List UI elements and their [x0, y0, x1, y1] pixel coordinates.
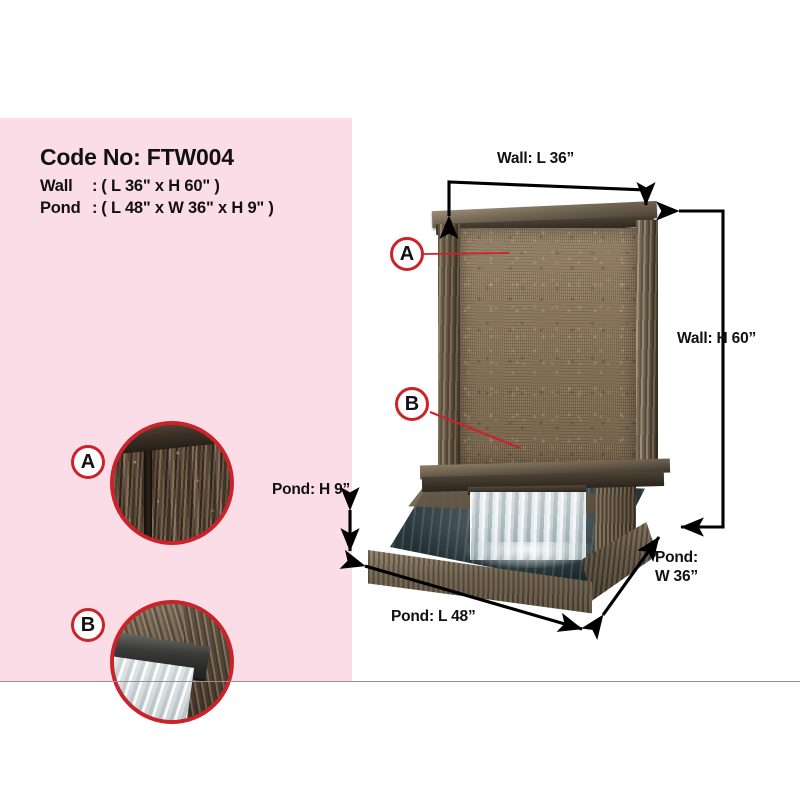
wall-spec-separator: :: [92, 177, 98, 196]
wall-post-right: [636, 220, 658, 482]
wall-spec-key: Wall: [40, 177, 73, 196]
detail-badge-b: B: [71, 608, 105, 642]
callout-badge-a: A: [390, 237, 424, 271]
bottom-divider: [0, 681, 800, 682]
detail-badge-a: A: [71, 445, 105, 479]
water-splash: [466, 542, 592, 568]
wall-post-left: [438, 224, 460, 472]
pond-spec-separator: :: [92, 199, 98, 218]
dimension-label-wall-height: Wall: H 60”: [677, 330, 757, 347]
dimension-label-pond-width-line2: W 36”: [655, 567, 698, 585]
wall-spec-value: ( L 36" x H 60" ): [101, 177, 220, 196]
detail-b-water-sheet: [114, 655, 195, 720]
callout-badge-b: B: [395, 387, 429, 421]
dimension-label-wall-length: Wall: L 36”: [497, 150, 575, 167]
product-photo: [350, 150, 680, 630]
detail-photo-b: [110, 600, 234, 724]
pond-spec-key: Pond: [40, 199, 81, 218]
wall-panel: [460, 228, 636, 466]
info-panel: Code No: FTW004 Wall : ( L 36" x H 60" )…: [0, 118, 352, 724]
product-code-label: Code No: FTW004: [40, 144, 234, 170]
pond-spec-value: ( L 48" x W 36" x H 9" ): [101, 199, 274, 218]
detail-photo-a: [110, 421, 234, 545]
pond-spec-row: Pond : ( L 48" x W 36" x H 9" ): [40, 198, 340, 220]
dimension-label-pond-width-line1: Pond:: [655, 549, 698, 566]
dimension-label-pond-width: Pond: W 36”: [655, 549, 698, 586]
specification-text-block: Code No: FTW004 Wall : ( L 36" x H 60" )…: [40, 144, 340, 220]
detail-a-plank-gap: [144, 448, 153, 541]
dimension-wall-height-arrow: [656, 201, 725, 537]
dimension-label-pond-length: Pond: L 48”: [391, 608, 476, 625]
dimension-label-pond-height: Pond: H 9”: [272, 481, 351, 498]
wall-spec-row: Wall : ( L 36" x H 60" ): [40, 176, 340, 198]
